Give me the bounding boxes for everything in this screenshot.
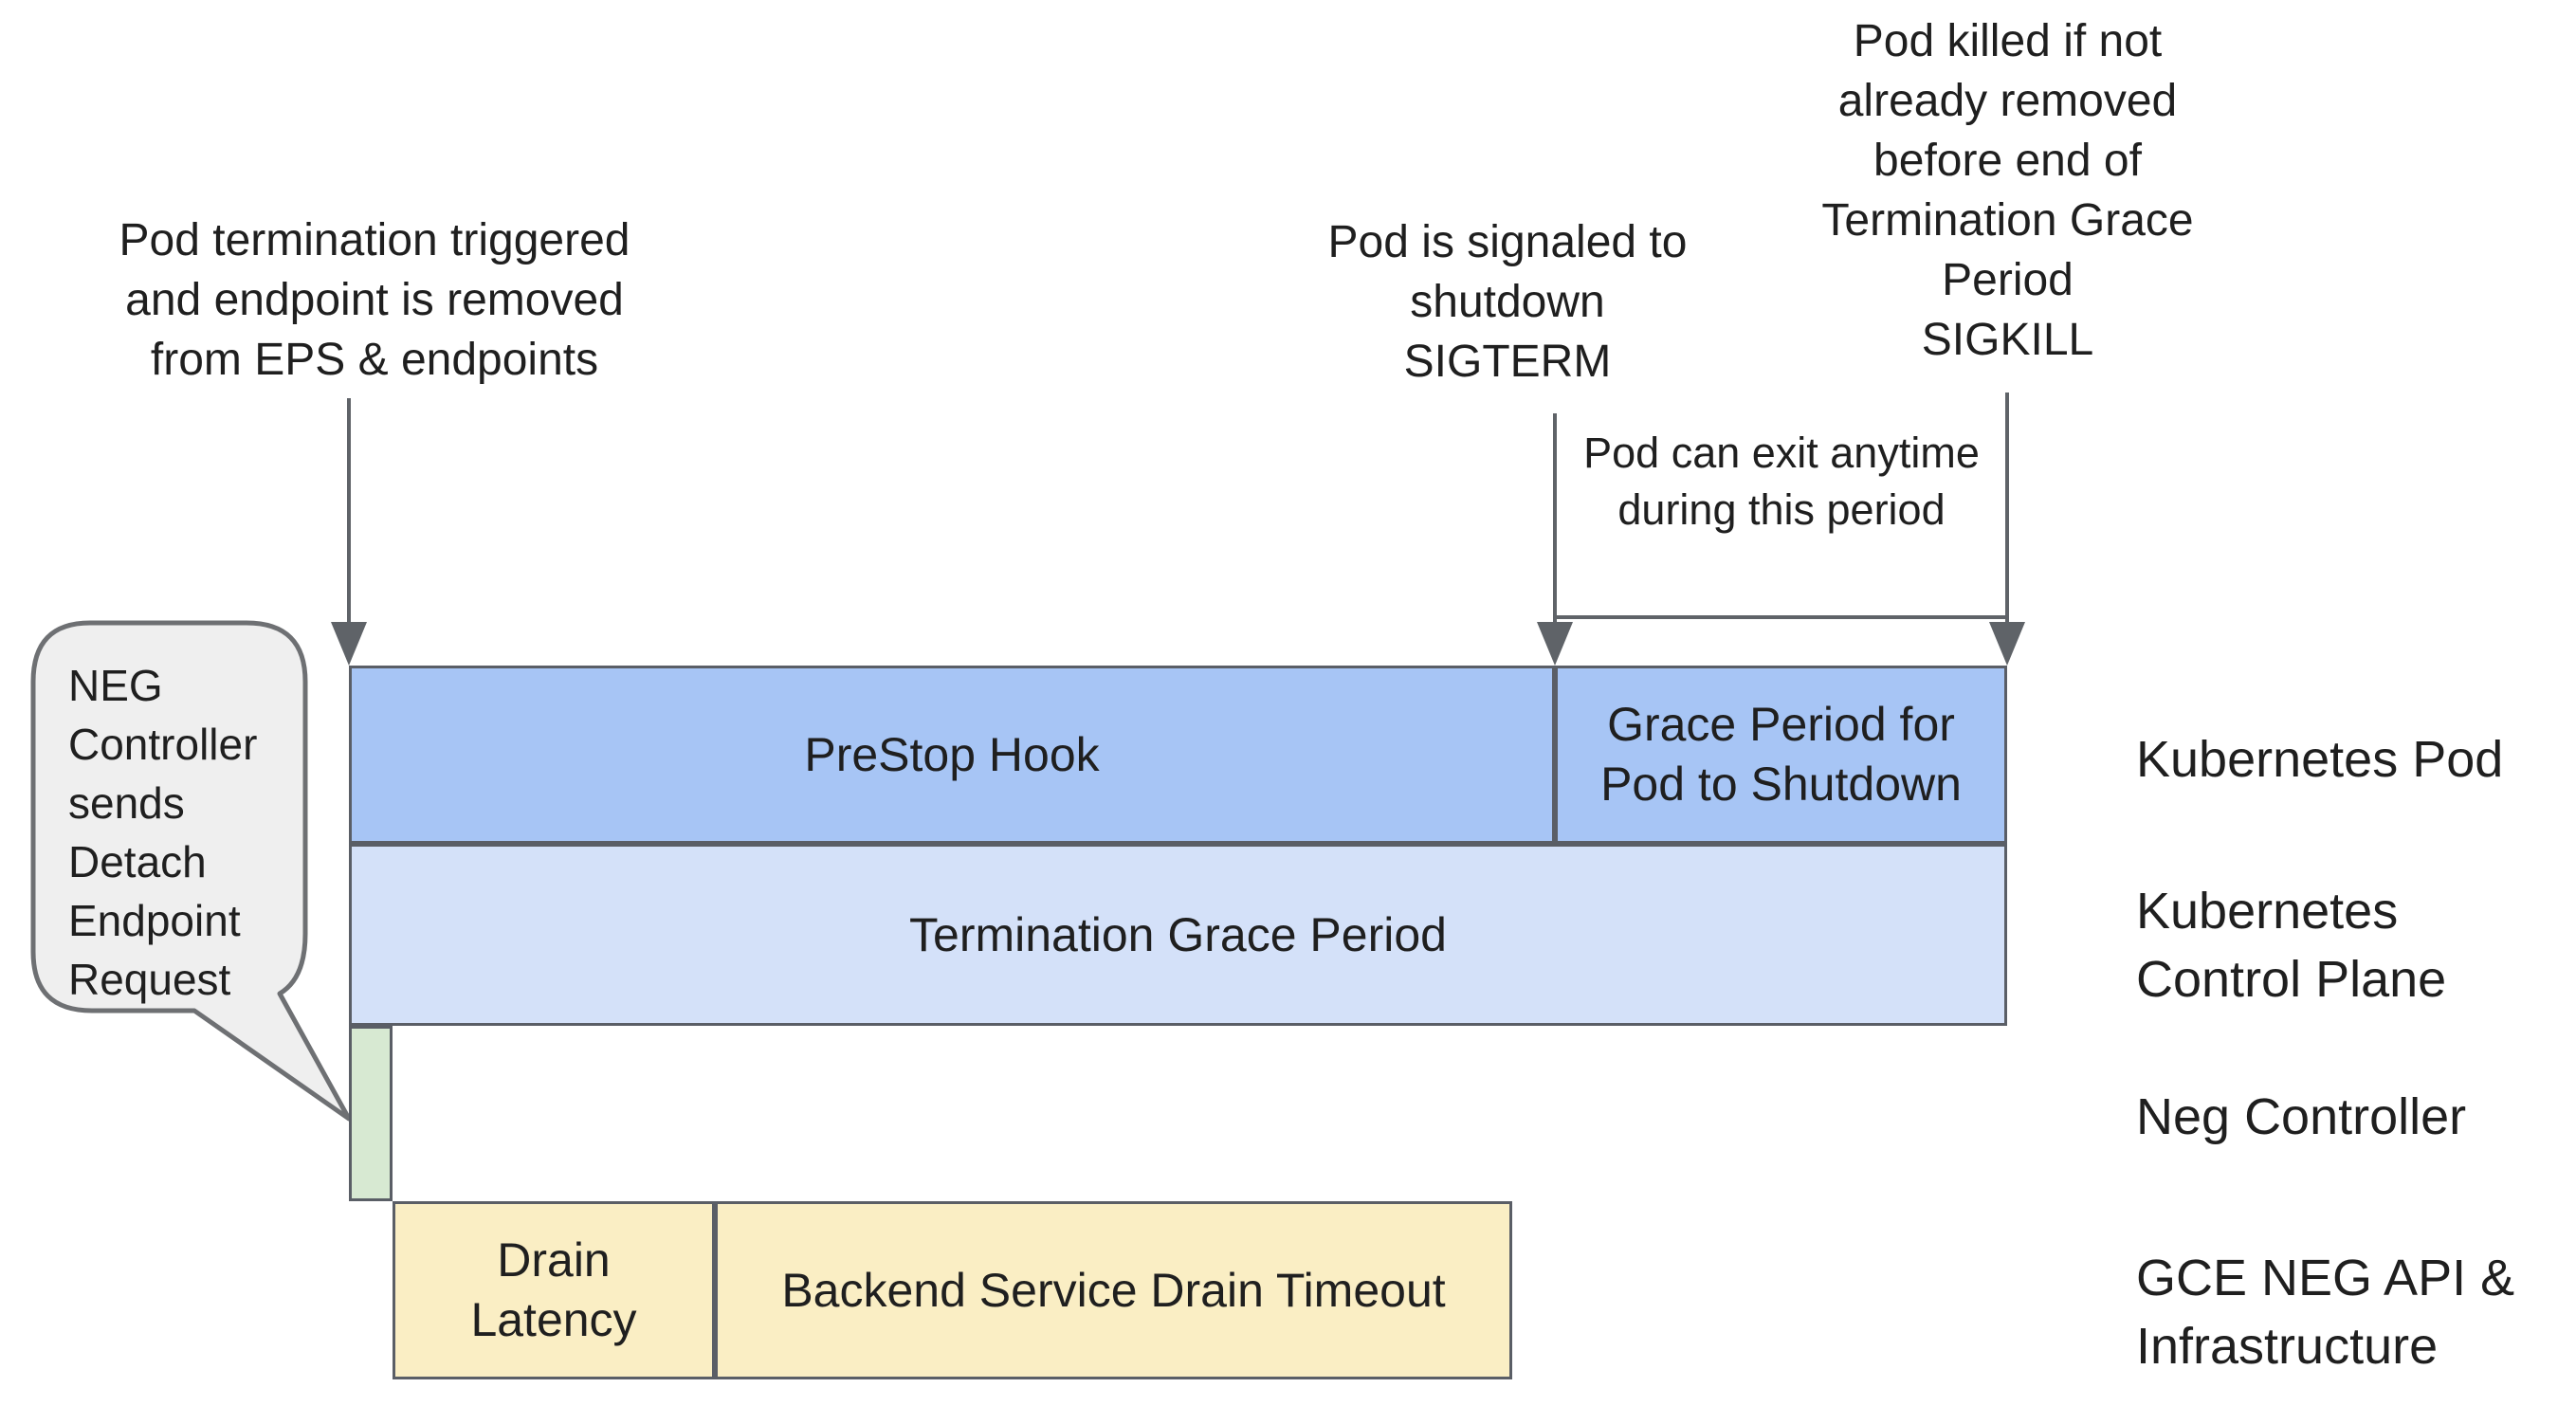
annotation-sigterm: Pod is signaled to shutdown SIGTERM — [1327, 217, 1688, 387]
sigkill-arrow — [1989, 393, 2025, 666]
speech-bubble-text: NEG Controller sends Detach Endpoint Req… — [68, 661, 258, 1004]
annotation-pod-termination: Pod termination triggered and endpoint i… — [119, 215, 630, 385]
row-label-kubernetes-control-plane: Kubernetes Control Plane — [2136, 883, 2447, 1008]
pod-termination-arrow — [331, 398, 367, 666]
bar-grace-period: Grace Period for Pod to Shutdown — [1555, 666, 2007, 844]
annotation-sigkill: Pod killed if not already removed before… — [1821, 16, 2194, 365]
bar-neg-controller-detach — [349, 1026, 393, 1201]
bar-prestop-hook: PreStop Hook — [349, 666, 1555, 844]
annotation-pod-exit: Pod can exit anytime during this period — [1583, 429, 1980, 534]
row-label-kubernetes-pod: Kubernetes Pod — [2136, 731, 2504, 788]
row-label-gce-neg-api: GCE NEG API & Infrastructure — [2136, 1250, 2515, 1375]
sigterm-arrow — [1537, 413, 1573, 666]
bar-drain-latency: Drain Latency — [393, 1201, 715, 1379]
bar-backend-drain-timeout: Backend Service Drain Timeout — [715, 1201, 1512, 1379]
speech-bubble-shape — [30, 620, 352, 1122]
row-label-neg-controller: Neg Controller — [2136, 1088, 2467, 1145]
bar-termination-grace-period: Termination Grace Period — [349, 844, 2007, 1026]
